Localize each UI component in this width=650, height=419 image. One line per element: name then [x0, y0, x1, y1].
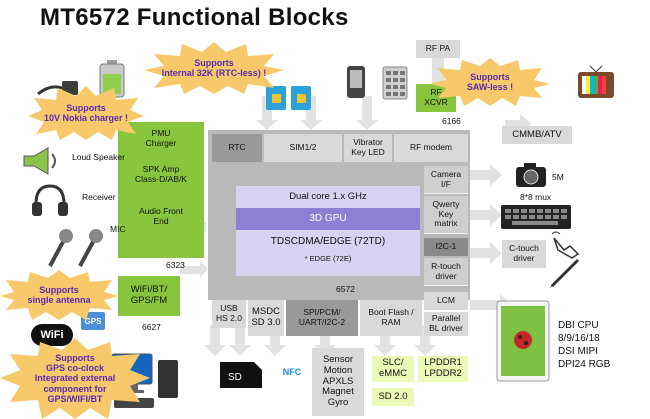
cpu-label: Dual core 1.x GHz	[289, 190, 367, 202]
vibrator-keyled-block: Vibrator Key LED	[344, 134, 392, 162]
pmu-charger-label: PMU Charger	[145, 128, 177, 148]
core-area	[236, 186, 420, 276]
slc-emmc-block: SLC/ eMMC	[372, 356, 414, 382]
callout-saw: Supports SAW-less !	[430, 58, 550, 106]
loud-speaker-icon	[22, 146, 62, 176]
rtouch-driver-block: R-touch driver	[424, 258, 468, 286]
receiver-label: Receiver	[82, 192, 116, 202]
spi-pcm-block: SPI/PCM/ UART/I2C-2	[286, 300, 358, 336]
cmmb-atv-block: CMMB/ATV	[502, 126, 572, 144]
phone-icon	[344, 64, 368, 100]
callout-nokia-charger-text: Supports 10V Nokia charger !	[43, 102, 129, 123]
rf-code: 6166	[442, 116, 461, 126]
msdc-block: MSDC SD 3.0	[248, 300, 284, 336]
display-interfaces-label: DBI CPU 8/9/16/18 DSI MIPI DPI24 RGB	[558, 320, 611, 370]
callout-antenna-text: Supports single antenna	[27, 284, 91, 305]
modem-label: TDSCDMA/EDGE (72TD)	[270, 236, 386, 248]
sd-card-text: SD	[228, 372, 242, 383]
gpu-block: 3D GPU	[236, 208, 420, 230]
rtc-block: RTC	[212, 134, 262, 162]
camera-resolution: 5M	[552, 172, 564, 182]
lcd-display-icon	[496, 300, 550, 382]
callout-nokia-charger: Supports 10V Nokia charger !	[28, 86, 144, 140]
wifi-logo-text: WiFi	[31, 324, 73, 346]
connectivity-code: 6627	[142, 322, 161, 332]
loud-speaker-label: Loud Speaker	[72, 152, 125, 162]
lpddr-block: LPDDR1 LPDDR2	[418, 356, 468, 382]
callout-rtc-text: Supports Internal 32K (RTC-less) !	[161, 57, 267, 78]
sensor-block: Sensor Motion APXLS Magnet Gyro	[312, 348, 364, 416]
pmic-code: 6323	[166, 260, 185, 270]
parallel-bl-driver-block: Parallel BL driver	[424, 312, 468, 336]
qwerty-matrix-block: Qwerty Key matrix	[424, 196, 468, 234]
callout-antenna: Supports single antenna	[0, 270, 118, 320]
nfc-text: NFC	[282, 367, 302, 377]
rf-pa-block: RF PA	[416, 40, 460, 58]
soc-code: 6572	[336, 284, 355, 294]
camera-icon	[514, 162, 548, 188]
sim-block: SIM1/2	[264, 134, 342, 162]
callout-gps-text: Supports GPS co-clock Integrated externa…	[34, 352, 116, 405]
battery-icon	[98, 60, 126, 98]
keypad-mux-label: 8*8 mux	[520, 192, 552, 202]
spk-amp-label: SPK Amp Class-D/AB/K	[135, 164, 187, 184]
camera-if-block: Camera I/F	[424, 166, 468, 194]
callout-saw-text: Supports SAW-less !	[466, 71, 514, 92]
sim-cards-icon	[264, 84, 314, 112]
sd-card-icon: SD	[218, 360, 264, 390]
i2c1-block: I2C-1	[424, 238, 468, 256]
callout-gps: Supports GPS co-clock Integrated externa…	[0, 338, 150, 419]
sd20-block: SD 2.0	[372, 388, 414, 406]
microphones-icon	[44, 226, 108, 268]
keypad-icon	[382, 66, 408, 100]
boot-flash-block: Boot Flash / RAM	[360, 300, 422, 336]
page-title: MT6572 Functional Blocks	[40, 4, 349, 31]
nfc-icon: NFC	[276, 362, 308, 382]
pmu-audio-block: PMU Charger SPK Amp Class-D/AB/K Audio F…	[118, 122, 204, 258]
callout-rtc: Supports Internal 32K (RTC-less) !	[144, 42, 284, 94]
usb-block: USB HS 2.0	[212, 300, 246, 328]
modem-note: * EDGE (72E)	[304, 253, 352, 263]
wifi-bt-gps-fm-block: WiFi/BT/ GPS/FM	[118, 276, 180, 316]
lcm-block: LCM	[424, 292, 468, 310]
tv-icon	[576, 64, 616, 100]
mic-label: MIC	[110, 224, 126, 234]
keyboard-icon	[500, 204, 572, 230]
stylus-icon	[546, 256, 582, 292]
headphones-icon	[30, 184, 70, 218]
wifi-logo-icon: WiFi	[30, 322, 74, 348]
audio-front-end-label: Audio Front End	[139, 206, 183, 226]
rf-modem-block: RF modem	[394, 134, 468, 162]
touch-hand-icon	[548, 230, 584, 260]
ctouch-driver-block: C-touch driver	[502, 240, 546, 268]
charger-plug-icon	[36, 74, 82, 100]
